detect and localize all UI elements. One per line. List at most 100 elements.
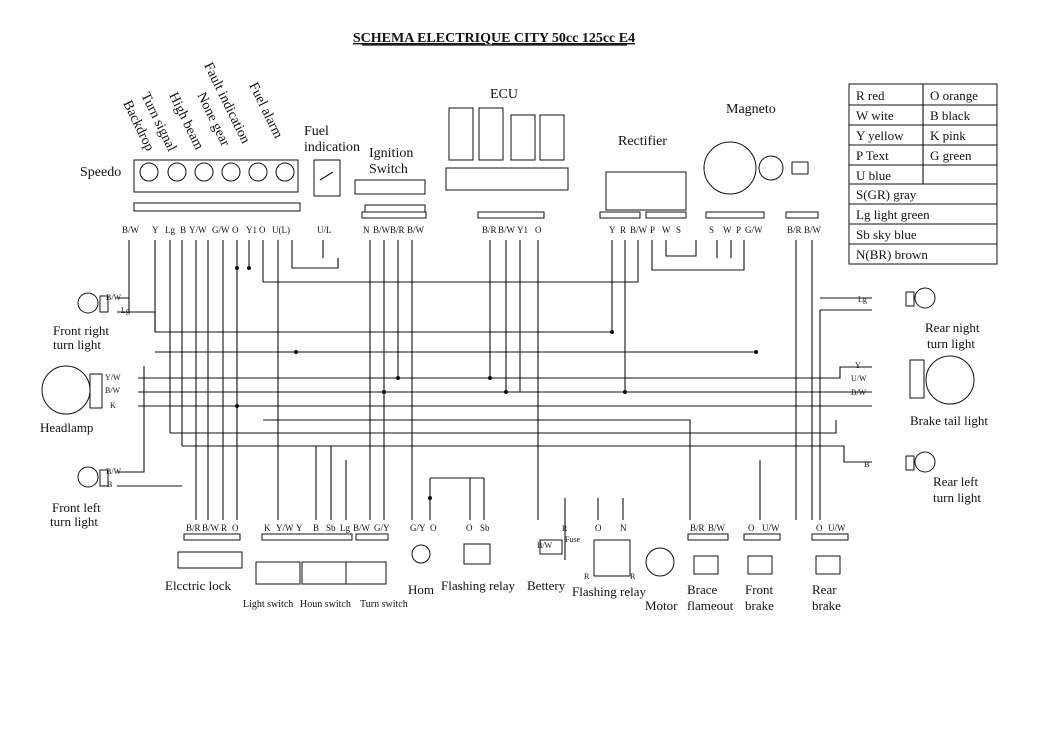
wire-label: S [676,225,681,235]
rear-right-turn-label-2: turn light [927,336,975,351]
flashing-relay-2-label: Flashing relay [572,584,647,599]
wire-label: Sb [480,523,490,533]
electric-lock-label: Elcctric lock [165,578,232,593]
turn-switch-label: Turn switch [360,599,408,610]
ignition-switch-component: Ignition Switch N B/W B/R B/W [354,146,426,235]
wire-label: O [748,523,755,533]
wire-label: U/W [828,523,846,533]
front-brake-label-2: brake [745,598,774,613]
wire-label: R [620,225,626,235]
wire-label: Y1 [517,225,528,235]
legend-entry: O orange [930,88,978,103]
wire-label: G/W [212,225,230,235]
front-left-turn-light: B/W B Front left turn light [50,466,122,529]
wire-label: U/W [851,374,867,383]
rear-left-turn-label-2: turn light [933,490,981,505]
fuel-label-line1: Fuel [304,124,329,139]
motor-label: Motor [645,598,678,613]
wire-label: Y/W [105,373,121,382]
ecu-component: ECU B/R B/W Y1 O [445,87,569,235]
legend-entry: B black [930,108,971,123]
wire-label: B/W [106,293,122,302]
rectifier-label: Rectifier [618,134,667,149]
rear-brake-label-1: Rear [812,582,837,597]
front-left-turn-label-2: turn light [50,514,98,529]
legend-entry: W wite [856,108,894,123]
wire-label: Y [609,225,616,235]
wire-label: Y/W [189,225,207,235]
wire-label: R [584,572,590,581]
wiring-harness [117,211,872,560]
horn-switch-label: Houn switch [300,599,351,610]
wire-label: Y [152,225,159,235]
legend-entry: Sb sky blue [856,227,917,242]
front-right-turn-label-1: Front right [53,323,109,338]
wire-label: K [264,523,271,533]
turn-switch: B/W G/Y Turn switch [345,523,408,610]
wire-label: Lg [121,306,130,315]
wire-label: U(L) [272,225,290,235]
wire-label: B/R [186,523,201,533]
light-switch: K Y/W Y B Sb Lg Light switch Houn switch [243,523,353,610]
legend-entry: Lg light green [856,207,930,222]
wire-label: B [313,523,319,533]
wire-label: B/R [690,523,705,533]
horn: G/Y O Hom [408,523,437,597]
brake-tail-label: Brake tail light [910,413,988,428]
wire-label: B/W [498,225,516,235]
rear-left-turn-label-1: Rear left [933,474,979,489]
wire-label: B/W [373,225,391,235]
legend-entry: P Text [856,148,889,163]
legend-entry: Y yellow [856,128,904,143]
wire-label: U/W [762,523,780,533]
magneto-label: Magneto [726,102,776,117]
wire-label: B [107,480,112,489]
rectifier-component: Rectifier Y R B/W P W S [605,134,687,235]
wire-label: O [466,523,473,533]
ecu-label: ECU [490,87,518,102]
rear-right-turn-light: Lg Rear night turn light [858,287,980,351]
speedo-label: Speedo [80,165,121,180]
wire-label: B/W [804,225,822,235]
front-right-turn-label-2: turn light [53,337,101,352]
brace-label-2: flameout [687,598,734,613]
fuse-label: Fuse [565,535,581,544]
wire-label: O [535,225,542,235]
ignition-label-line1: Ignition [369,146,413,161]
wire-label: B [180,225,186,235]
wire-label: Lg [165,225,175,235]
motor: Motor [645,547,678,613]
wire-label: G/W [745,225,763,235]
headlamp: Y/W B/W K Headlamp [40,365,121,435]
wire-label: O [816,523,823,533]
flashing-relay-label: Flashing relay [441,578,516,593]
wire-label: B/R [390,225,405,235]
wire-label: B [864,460,869,469]
ignition-label-line2: Switch [369,162,408,177]
front-brake-label-1: Front [745,582,774,597]
wire-label: P [650,225,655,235]
junction-dots [235,266,758,500]
flashing-relay-1: O Sb Flashing relay [441,523,516,593]
legend-entry: N(BR) brown [856,247,928,262]
horn-label: Hom [408,582,434,597]
wire-label: O [430,523,437,533]
rear-brake-label-2: brake [812,598,841,613]
wire-label: B/W [630,225,648,235]
wire-label: Y1 [246,225,257,235]
wire-label: O [595,523,602,533]
wire-label: N [363,225,370,235]
wire-label: B/W [105,386,121,395]
wire-label: P [736,225,741,235]
wire-label: O [232,523,239,533]
legend-entry: S(GR) gray [856,187,917,202]
wire-label: Y [296,523,303,533]
legend-entry: G green [930,148,972,163]
wire-label: Lg [340,523,350,533]
color-legend: R red W wite Y yellow P Text U blue O or… [848,83,998,265]
page-title: SCHEMA ELECTRIQUE CITY 50cc 125cc E4 [353,31,635,46]
speedo-component: Speedo Backdrop Turn signal High beam No… [80,60,301,235]
wire-label: B/W [202,523,220,533]
front-right-turn-light: B/W Lg Front right turn light [53,292,130,352]
